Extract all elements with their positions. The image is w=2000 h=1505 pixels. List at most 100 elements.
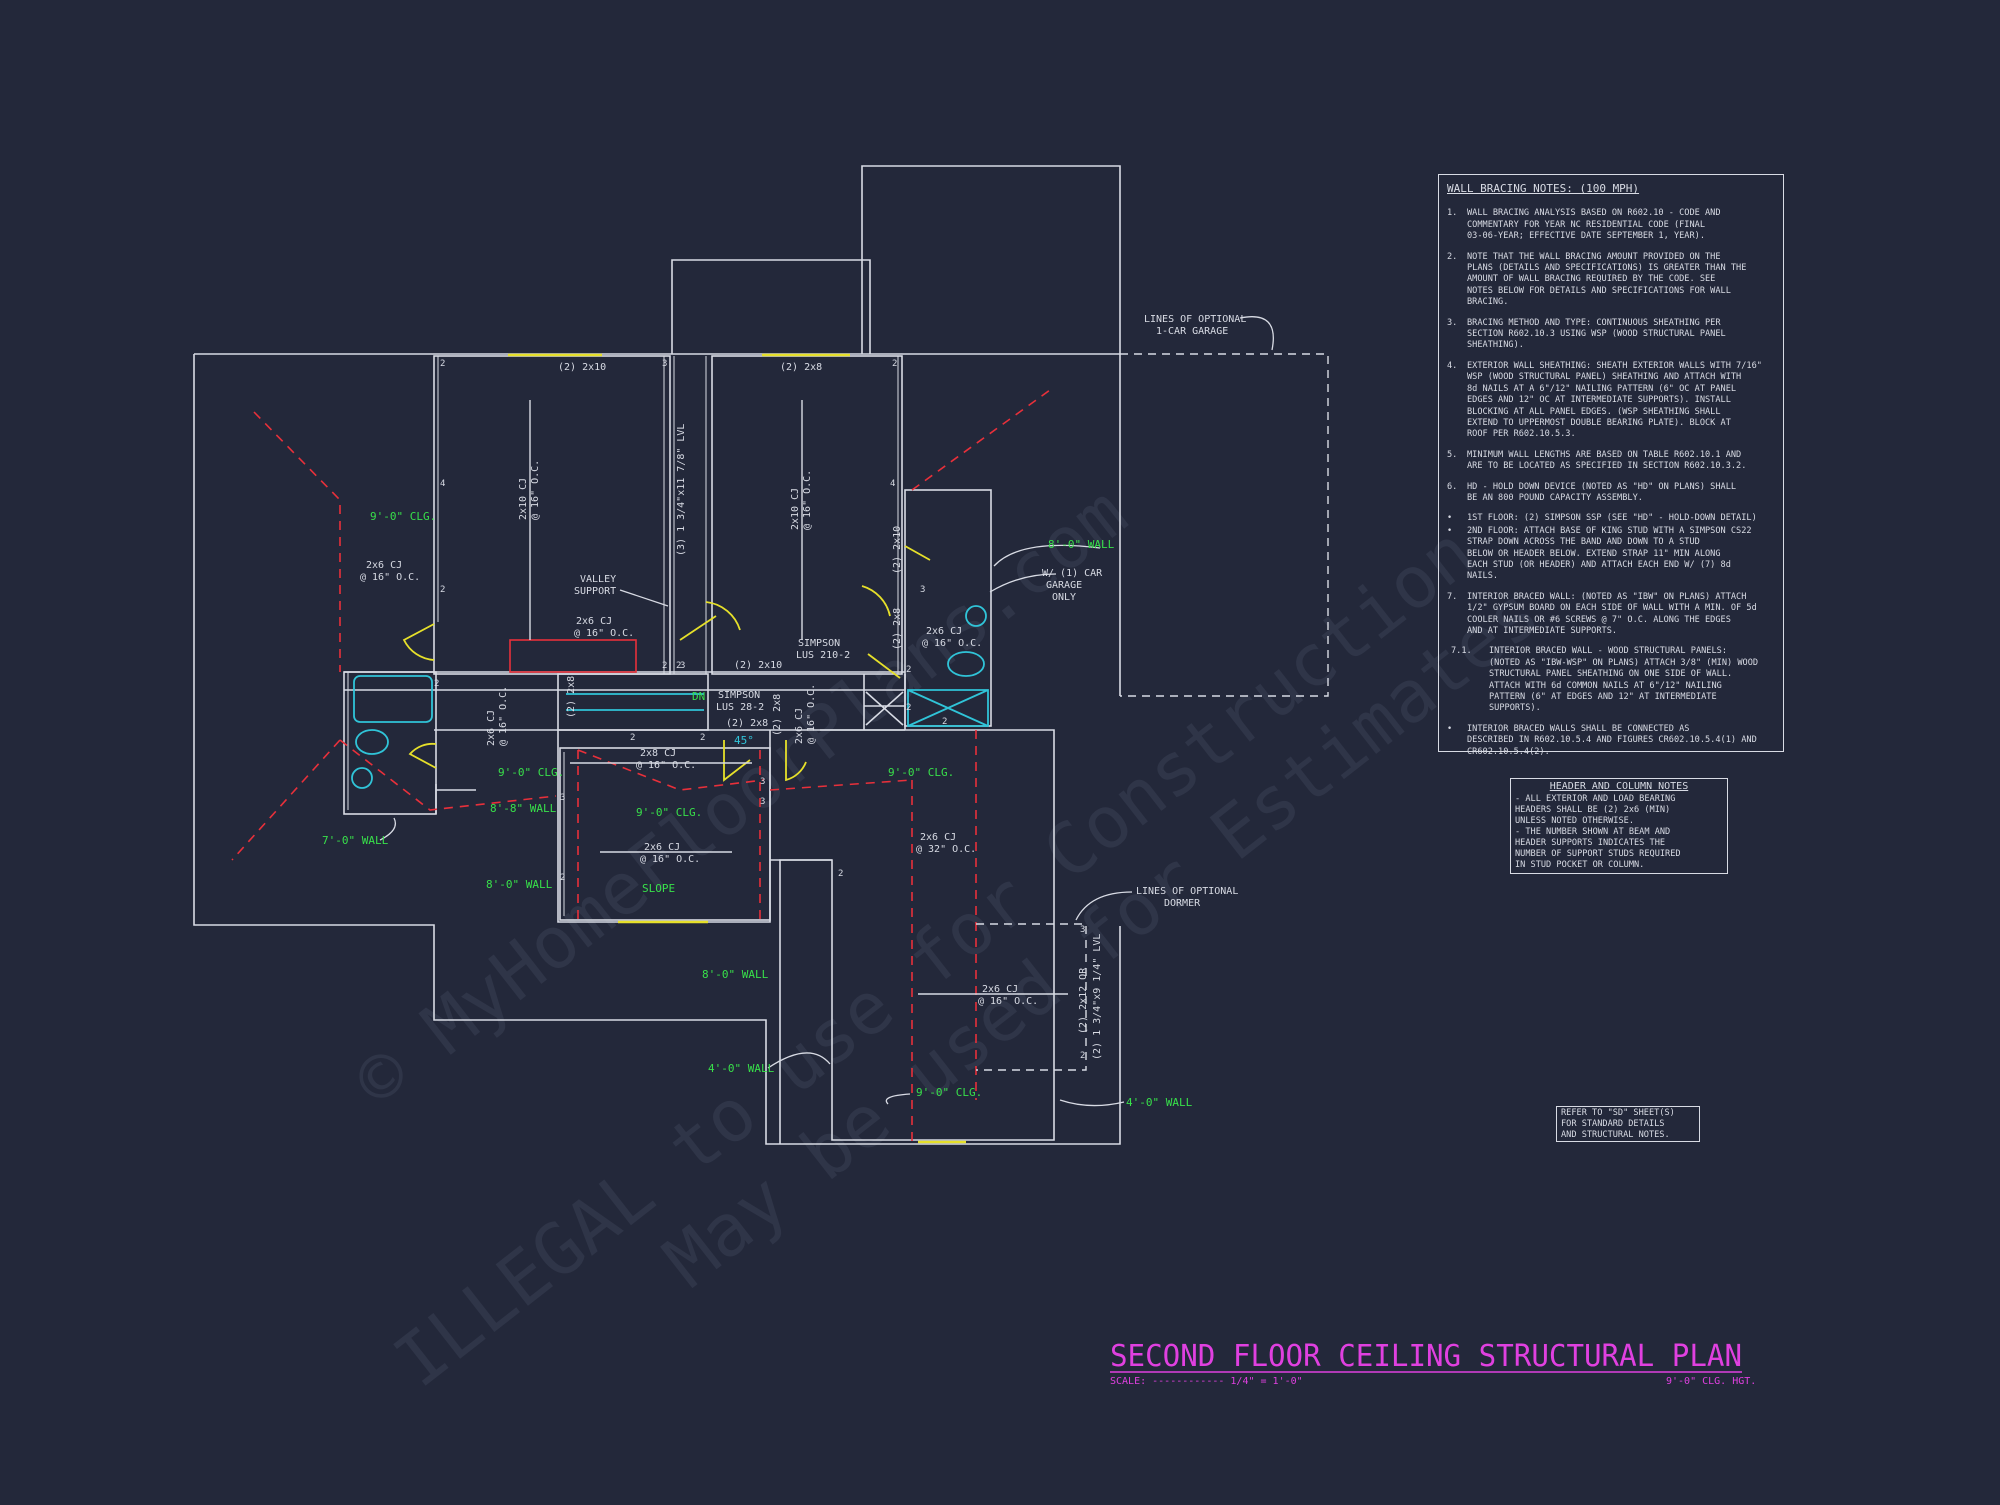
wall-bracing-note-number: 2. xyxy=(1447,251,1458,262)
wall-bracing-note-line: STRUCTURAL PANEL SHEATHING ON ONE SIDE O… xyxy=(1489,669,1733,680)
hip-right xyxy=(769,389,1051,791)
wall-bracing-note-body: NOTE THAT THE WALL BRACING AMOUNT PROVID… xyxy=(1467,252,1746,309)
wall-bracing-note-body: 1ST FLOOR: (2) SIMPSON SSP (SEE "HD" - H… xyxy=(1467,513,1757,524)
support-number: 2 xyxy=(434,679,439,689)
wall-bracing-note: 6. HD - HOLD DOWN DEVICE (NOTED AS "HD" O… xyxy=(1447,482,1775,505)
callout-simpson28-2: LUS 28-2 xyxy=(716,702,764,713)
joist-label-6: 2x6 CJ @ 16" O.C. xyxy=(794,684,817,744)
fixture-shower xyxy=(907,689,989,727)
title-scale: SCALE: ------------ 1/4" = 1'-0" xyxy=(1110,1376,1303,1387)
beam-2x10-mid: (2) 2x10 xyxy=(734,660,782,671)
beam-2x10-top: (2) 2x10 xyxy=(558,362,606,373)
wall-bracing-note-line: HD - HOLD DOWN DEVICE (NOTED AS "HD" ON … xyxy=(1467,481,1737,492)
wall-bracing-note-line: WALL BRACING ANALYSIS BASED ON R602.10 -… xyxy=(1467,208,1721,219)
support-number: 2 xyxy=(906,665,911,675)
wall-bracing-note: •2ND FLOOR: ATTACH BASE OF KING STUD WIT… xyxy=(1447,526,1775,583)
wall-bracing-note-number: 7.1. xyxy=(1451,646,1472,657)
joist-5-size: 2x6 CJ xyxy=(486,710,497,746)
joist-5-spacing: @ 16" O.C. xyxy=(498,686,509,746)
support-number: 2 xyxy=(838,869,843,879)
wall-bracing-note: •INTERIOR BRACED WALLS SHALL BE CONNECTE… xyxy=(1447,724,1775,758)
joist-7-spacing: @ 16" O.C. xyxy=(636,760,696,771)
wall-bracing-note-body: MINIMUM WALL LENGTHS ARE BASED ON TABLE … xyxy=(1467,450,1746,473)
wall-bracing-note-number: 7. xyxy=(1447,591,1458,602)
leaders xyxy=(379,316,1274,1107)
wall-bracing-note-line: EDGES AND 12" OC AT INTERMEDIATE SUPPORT… xyxy=(1467,395,1731,406)
room-center xyxy=(559,747,771,921)
rear-bumpout-2 xyxy=(671,259,871,354)
joist-label-5: 2x6 CJ @ 16" O.C. xyxy=(486,686,509,746)
wall-bracing-note-number: 6. xyxy=(1447,481,1458,492)
wall-bracing-note-line: (NOTED AS "IBW-WSP" ON PLANS) ATTACH 3/8… xyxy=(1489,657,1759,668)
closet-lines xyxy=(863,674,906,730)
beam-2x8-v2: (2) 2x8 xyxy=(772,694,783,736)
left-bath-bump xyxy=(435,784,476,814)
wall-label-2: 8'-8" WALL xyxy=(490,802,557,815)
wall-bracing-note-line: BELOW OR HEADER BELOW. EXTEND STRAP 11" … xyxy=(1467,548,1721,559)
support-number: 3 xyxy=(760,777,765,787)
support-number: 2 xyxy=(676,661,681,671)
wall-bracing-list: 1.WALL BRACING ANALYSIS BASED ON R602.10… xyxy=(1447,208,1775,758)
joist-6-spacing: @ 16" O.C. xyxy=(806,684,817,744)
wall-bracing-note-line: ARE TO BE LOCATED AS SPECIFIED IN SECTIO… xyxy=(1467,461,1747,472)
joist-7-size: 2x8 CJ xyxy=(640,748,676,759)
leader-wall-4 xyxy=(993,544,1101,567)
wall-bracing-note-line: COMMENTARY FOR YEAR NC RESIDENTIAL CODE … xyxy=(1467,219,1705,230)
wall-bracing-note-number: 5. xyxy=(1447,449,1458,460)
wall-bracing-note-line: NAILS. xyxy=(1467,571,1499,582)
wall-bracing-note-line: 2ND FLOOR: ATTACH BASE OF KING STUD WITH… xyxy=(1467,525,1752,536)
joist-4-size: 2x6 CJ xyxy=(576,616,612,627)
support-number: 2 xyxy=(662,661,667,671)
wall-double-1 xyxy=(347,356,899,916)
wall-bracing-note-line: WSP (WOOD STRUCTURAL PANEL) SHEATHING AN… xyxy=(1467,372,1742,383)
header-column-line: - ALL EXTERIOR AND LOAD BEARING xyxy=(1515,794,1676,804)
beam-2x8-mid: (2) 2x8 xyxy=(726,718,768,729)
wall-bracing-note-line: PLANS (DETAILS AND SPECIFICATIONS) IS GR… xyxy=(1467,263,1747,274)
door-3 xyxy=(679,615,717,641)
callout-garage-only-2: GARAGE xyxy=(1046,580,1082,591)
plan-beam-labels: (2) 2x10 (2) 2x8 (3) 1 3/4"x11 7/8" LVL … xyxy=(558,362,1103,1060)
windows xyxy=(508,353,966,1144)
wall-bracing-note: 7.INTERIOR BRACED WALL: (NOTED AS "IBW" … xyxy=(1447,592,1775,638)
callout-garage-only-1: W/ (1) CAR xyxy=(1042,568,1103,579)
wall-bracing-note-body: HD - HOLD DOWN DEVICE (NOTED AS "HD" ON … xyxy=(1467,482,1736,505)
beam-2x8-top: (2) 2x8 xyxy=(780,362,822,373)
joist-3-size: 2x6 CJ xyxy=(366,560,402,571)
wall-bracing-note-line: 1/2" GYPSUM BOARD ON EACH SIDE OF WALL W… xyxy=(1467,603,1757,614)
support-number: 2 xyxy=(942,717,947,727)
wall-bracing-note-body: INTERIOR BRACED WALLS SHALL BE CONNECTED… xyxy=(1467,724,1757,758)
stair xyxy=(557,673,709,731)
wall-bracing-note-line: STRAP DOWN ACROSS THE BAND AND DOWN TO A… xyxy=(1467,537,1700,548)
wall-bracing-note-number: 3. xyxy=(1447,317,1458,328)
joist-6-size: 2x6 CJ xyxy=(794,708,805,744)
hip-lines xyxy=(231,389,1051,1144)
door-6 xyxy=(904,545,931,561)
leader-w7 xyxy=(1059,1099,1125,1107)
fixture-sink-left xyxy=(351,767,373,789)
joist-arrows xyxy=(529,400,1068,995)
wall-label-4: 8'-0" WALL xyxy=(486,878,553,891)
wall-bracing-note-line: BLOCKING AT ALL PANEL EDGES. (WSP SHEATH… xyxy=(1467,406,1721,417)
header-column-line: UNLESS NOTED OTHERWISE. xyxy=(1515,816,1634,826)
cabinet xyxy=(509,639,637,673)
wall-bracing-note-body: 2ND FLOOR: ATTACH BASE OF KING STUD WITH… xyxy=(1467,526,1752,583)
beam-dormer: (2) 2x12 OR xyxy=(1078,967,1089,1034)
joist-10-spacing: @ 16" O.C. xyxy=(978,996,1038,1007)
wall-label-3: 7'-0" WALL xyxy=(322,834,389,847)
wall-bracing-note: 7.1.INTERIOR BRACED WALL - WOOD STRUCTUR… xyxy=(1451,646,1775,714)
wall-bracing-note-line: 1ST FLOOR: (2) SIMPSON SSP (SEE "HD" - H… xyxy=(1467,513,1757,524)
support-number: 2 xyxy=(906,703,911,713)
support-number: 3 xyxy=(920,585,925,595)
angle-label: 45° xyxy=(734,734,754,747)
callout-garage-2: 1-CAR GARAGE xyxy=(1156,326,1228,337)
room-left-bath xyxy=(343,671,437,815)
wall-bracing-note-number: • xyxy=(1447,513,1453,524)
slope-label: SLOPE xyxy=(642,882,675,895)
refer-line-3: AND STRUCTURAL NOTES. xyxy=(1561,1130,1670,1140)
joist-right-bath-spacing: @ 16" O.C. xyxy=(922,638,982,649)
door-9 xyxy=(785,740,807,782)
support-number: 4 xyxy=(890,479,895,489)
wall-bracing-note-line: INTERIOR BRACED WALLS SHALL BE CONNECTED… xyxy=(1467,723,1690,734)
joist-1-size: 2x10 CJ xyxy=(518,478,529,520)
